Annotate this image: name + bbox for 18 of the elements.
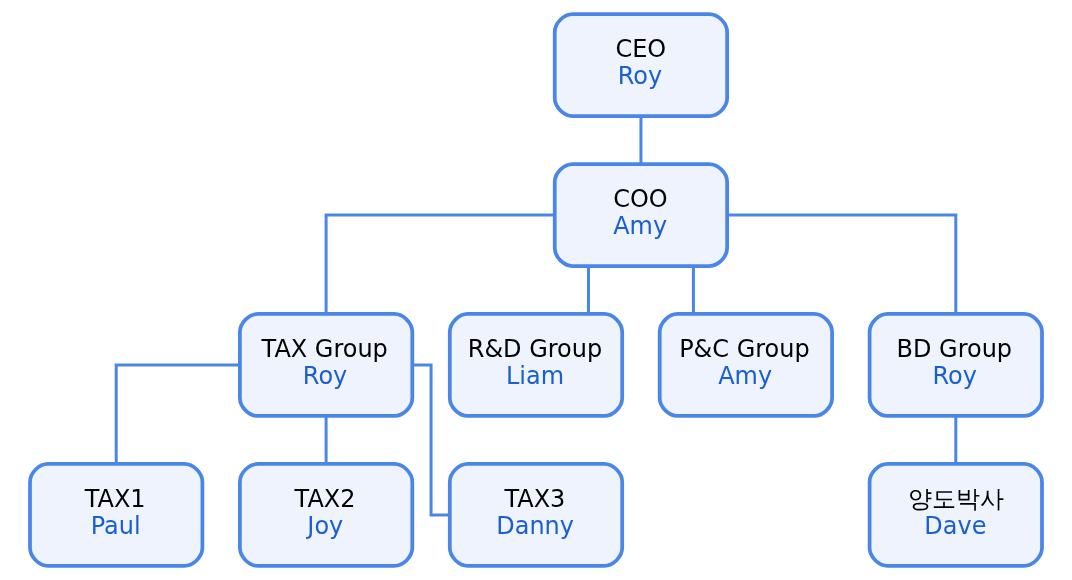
connector <box>691 266 695 314</box>
node-box: COO Amy <box>552 162 730 268</box>
connector <box>324 213 555 314</box>
connector <box>114 363 240 464</box>
node-box: TAX2 Joy <box>238 462 415 568</box>
node-box: TAX Group Roy <box>238 312 415 418</box>
node-box: TAX1 Paul <box>28 462 205 568</box>
connector <box>639 116 643 164</box>
node-box: 양도박사 Dave <box>867 462 1044 568</box>
node-box: R&D Group Liam <box>447 312 625 418</box>
connector <box>324 416 328 464</box>
connector <box>586 266 590 314</box>
connector <box>954 416 958 464</box>
connector <box>727 213 958 314</box>
node-box: TAX3 Danny <box>447 462 625 568</box>
node-box: P&C Group Amy <box>657 312 834 418</box>
node-box: CEO Roy <box>552 12 730 118</box>
node-box: BD Group Roy <box>867 312 1044 418</box>
